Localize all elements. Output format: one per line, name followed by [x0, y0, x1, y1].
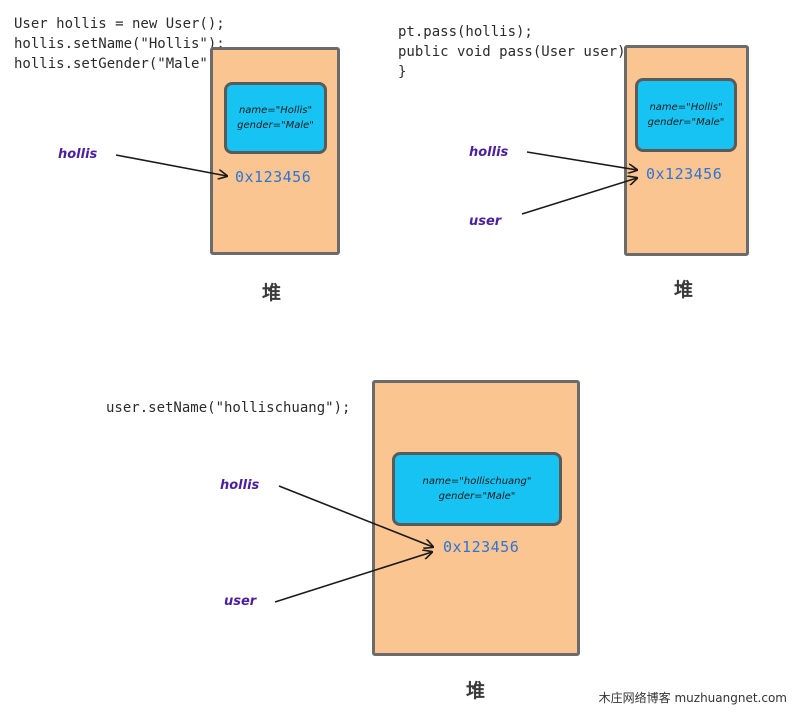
address-label-1: 0x123456: [235, 168, 312, 186]
arrow-hollis-2: [526, 151, 637, 170]
code-block-2: pt.pass(hollis); public void pass(User us…: [398, 22, 642, 82]
heap-label-2: 堆: [674, 279, 694, 301]
variable-hollis-1: hollis: [58, 147, 98, 162]
variable-user-3: user: [224, 594, 257, 609]
variable-user-2: user: [469, 214, 502, 229]
object-box-1: name="Hollis" gender="Male": [224, 82, 327, 154]
address-label-2: 0x123456: [646, 165, 723, 183]
variable-hollis-3: hollis: [220, 478, 260, 493]
object-name-field: name="Hollis": [649, 102, 723, 113]
code-line: hollis.setName("Hollis");: [14, 36, 225, 52]
code-line: }: [398, 64, 407, 80]
code-block-3: user.setName("hollischuang");: [106, 398, 350, 418]
address-label-3: 0x123456: [443, 538, 520, 556]
arrow-hollis-3: [278, 485, 433, 547]
heap-label-1: 堆: [262, 282, 282, 304]
code-block-1: User hollis = new User(); hollis.setName(…: [14, 14, 225, 74]
watermark: 木庄网络博客 muzhuangnet.com: [598, 691, 787, 705]
object-name-field: name="hollischuang": [422, 476, 532, 487]
arrow-user-2: [521, 178, 637, 215]
arrow-hollis-1: [115, 154, 227, 176]
variable-hollis-2: hollis: [469, 145, 509, 160]
code-line: public void pass(User user) {: [398, 44, 643, 60]
arrow-user-3: [274, 552, 432, 603]
object-gender-field: gender="Male": [647, 117, 725, 128]
code-line: hollis.setGender("Male");: [14, 56, 225, 72]
object-box-2: name="Hollis" gender="Male": [635, 78, 737, 152]
object-name-field: name="Hollis": [238, 105, 313, 116]
code-line: pt.pass(hollis);: [398, 24, 533, 40]
code-line: user.setName("hollischuang");: [106, 400, 351, 416]
object-gender-field: gender="Male": [438, 491, 516, 502]
heap-label-3: 堆: [466, 680, 486, 702]
code-line: User hollis = new User();: [14, 16, 225, 32]
object-gender-field: gender="Male": [237, 120, 314, 131]
object-box-3: name="hollischuang" gender="Male": [392, 452, 562, 526]
